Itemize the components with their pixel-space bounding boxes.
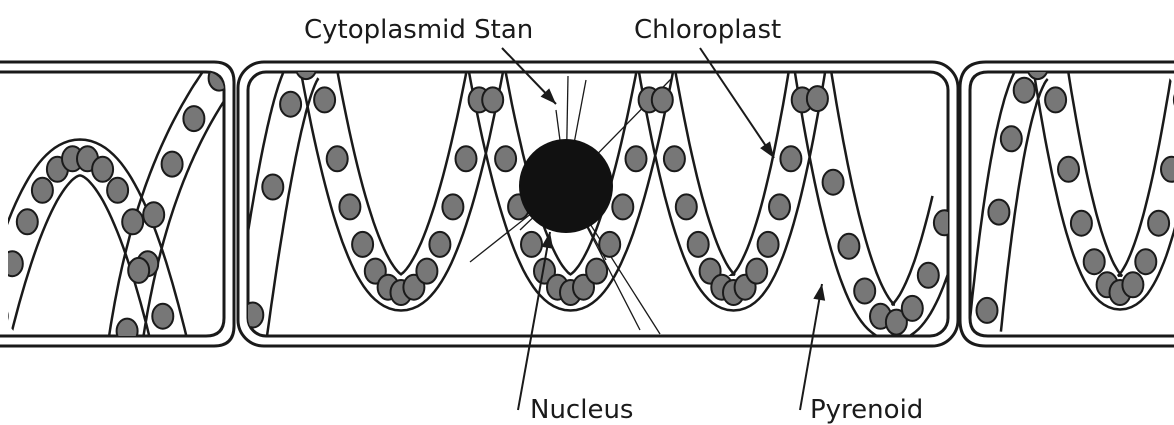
- pointer-chloroplast: [700, 48, 774, 158]
- arrowhead-pyrenoid: [813, 283, 828, 301]
- chloroplast-ribbons-left-cell: [0, 60, 239, 349]
- arrowhead-nucleus: [541, 231, 556, 249]
- pointer-nucleus: [518, 232, 550, 410]
- label-pyrenoid: Pyrenoid: [810, 397, 923, 423]
- label-nucleus: Nucleus: [530, 397, 633, 423]
- label-chloroplast: Chloroplast: [634, 17, 781, 43]
- label-cytoplasmic-strand: Cytoplasmid Stan: [304, 17, 533, 43]
- left-cell-wall: [0, 62, 234, 346]
- nucleus: [519, 139, 613, 233]
